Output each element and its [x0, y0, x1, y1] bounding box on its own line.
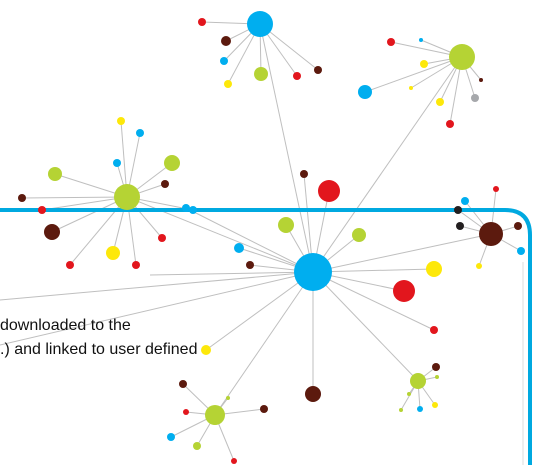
network-node	[456, 222, 464, 230]
network-edge	[312, 56, 463, 273]
network-node	[132, 261, 140, 269]
network-node	[48, 167, 62, 181]
network-hub-node	[114, 184, 140, 210]
network-node	[136, 129, 144, 137]
network-node	[198, 18, 206, 26]
network-node	[278, 217, 294, 233]
network-edge	[364, 56, 463, 93]
caption-line-1: downloaded to the	[0, 317, 131, 334]
network-edge	[41, 196, 128, 211]
network-node	[314, 66, 322, 74]
network-node	[226, 396, 230, 400]
network-node	[417, 406, 423, 412]
network-node	[234, 243, 244, 253]
network-node	[38, 206, 46, 214]
network-node	[293, 72, 301, 80]
network-node	[407, 392, 411, 396]
network-hub-node	[205, 405, 225, 425]
network-edge	[312, 268, 435, 273]
network-node	[158, 234, 166, 242]
network-node	[161, 180, 169, 188]
network-node	[435, 375, 439, 379]
network-node	[220, 57, 228, 65]
network-node	[167, 433, 175, 441]
network-nodes	[18, 11, 525, 464]
network-edge	[149, 271, 314, 276]
network-node	[517, 247, 525, 255]
network-edge	[21, 196, 128, 199]
network-node	[183, 409, 189, 415]
network-node	[358, 85, 372, 99]
network-edge	[214, 271, 314, 416]
network-edge	[51, 196, 128, 233]
network-node	[432, 402, 438, 408]
network-node	[164, 155, 180, 171]
network-edge	[312, 271, 419, 382]
network-node	[179, 380, 187, 388]
network-node	[246, 261, 254, 269]
network-node	[399, 408, 403, 412]
network-node	[305, 386, 321, 402]
network-node	[426, 261, 442, 277]
network-node	[446, 120, 454, 128]
network-node	[300, 170, 308, 178]
network-edge	[312, 271, 435, 331]
network-node	[254, 67, 268, 81]
network-edge	[0, 271, 314, 301]
network-hub-node	[449, 44, 475, 70]
network-node	[430, 326, 438, 334]
frame-outline	[0, 208, 532, 465]
network-node	[420, 60, 428, 68]
network-node	[514, 222, 522, 230]
network-node	[44, 224, 60, 240]
network-node	[419, 38, 423, 42]
network-hub-node	[479, 222, 503, 246]
network-node	[436, 98, 444, 106]
network-hub-node	[247, 11, 273, 37]
network-node	[189, 206, 197, 214]
network-edge	[185, 207, 314, 273]
network-node	[113, 159, 121, 167]
network-node	[393, 280, 415, 302]
network-node	[221, 36, 231, 46]
network-node	[318, 180, 340, 202]
network-node	[479, 78, 483, 82]
network-node	[18, 194, 26, 202]
network-node	[432, 363, 440, 371]
network-node	[476, 263, 482, 269]
network-node	[182, 204, 190, 212]
network-node	[461, 197, 469, 205]
network-node	[201, 345, 211, 355]
network-hub-node	[410, 373, 426, 389]
network-edge	[312, 233, 492, 273]
network-node	[454, 206, 462, 214]
network-node	[260, 405, 268, 413]
network-edge	[0, 271, 314, 346]
network-node	[106, 246, 120, 260]
network-node	[193, 442, 201, 450]
network-node	[409, 86, 413, 90]
network-node	[471, 94, 479, 102]
network-node	[66, 261, 74, 269]
network-edge	[205, 271, 314, 351]
network-node	[352, 228, 366, 242]
network-hub-node	[294, 253, 332, 291]
network-edge	[259, 23, 314, 273]
network-node	[493, 186, 499, 192]
network-edges	[0, 21, 522, 462]
network-node	[224, 80, 232, 88]
caption-line-2: .) and linked to user defined	[0, 341, 198, 358]
network-node	[117, 117, 125, 125]
network-node	[231, 458, 237, 464]
network-node	[387, 38, 395, 46]
